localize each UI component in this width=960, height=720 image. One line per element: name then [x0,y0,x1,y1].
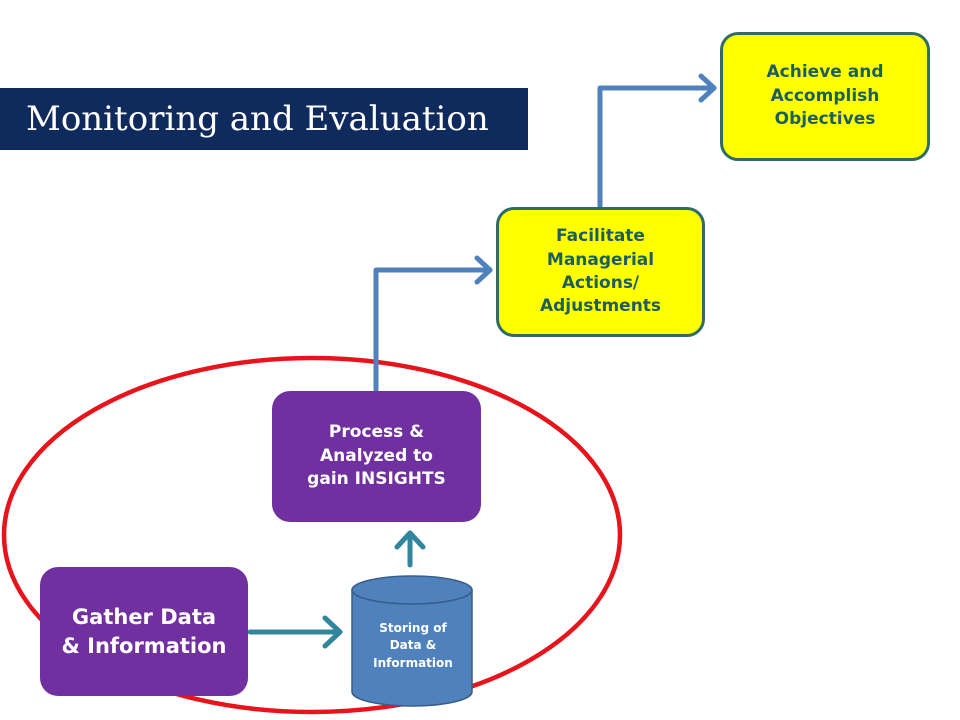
arrow-process-to-facilitate [373,267,493,393]
gather-data-box: Gather Data & Information [40,567,248,696]
arrow-process-to-facilitate-head [474,255,493,285]
storing-label: Storing of Data & Information [373,621,453,670]
storage-cylinder [351,575,473,707]
arrow-gather-to-storing-head [322,615,343,649]
arrow-facilitate-to-achieve-head [698,73,717,103]
process-box: Process & Analyzed to gain INSIGHTS [272,391,481,522]
arrow-facilitate-to-achieve [597,85,717,210]
highlight-ellipse [1,355,623,715]
achieve-box: Achieve and Accomplish Objectives [720,32,930,161]
facilitate-box: Facilitate Managerial Actions/ Adjustmen… [496,207,705,337]
arrow-storing-to-process-head [394,530,426,550]
page-title: Monitoring and Evaluation [0,88,528,150]
